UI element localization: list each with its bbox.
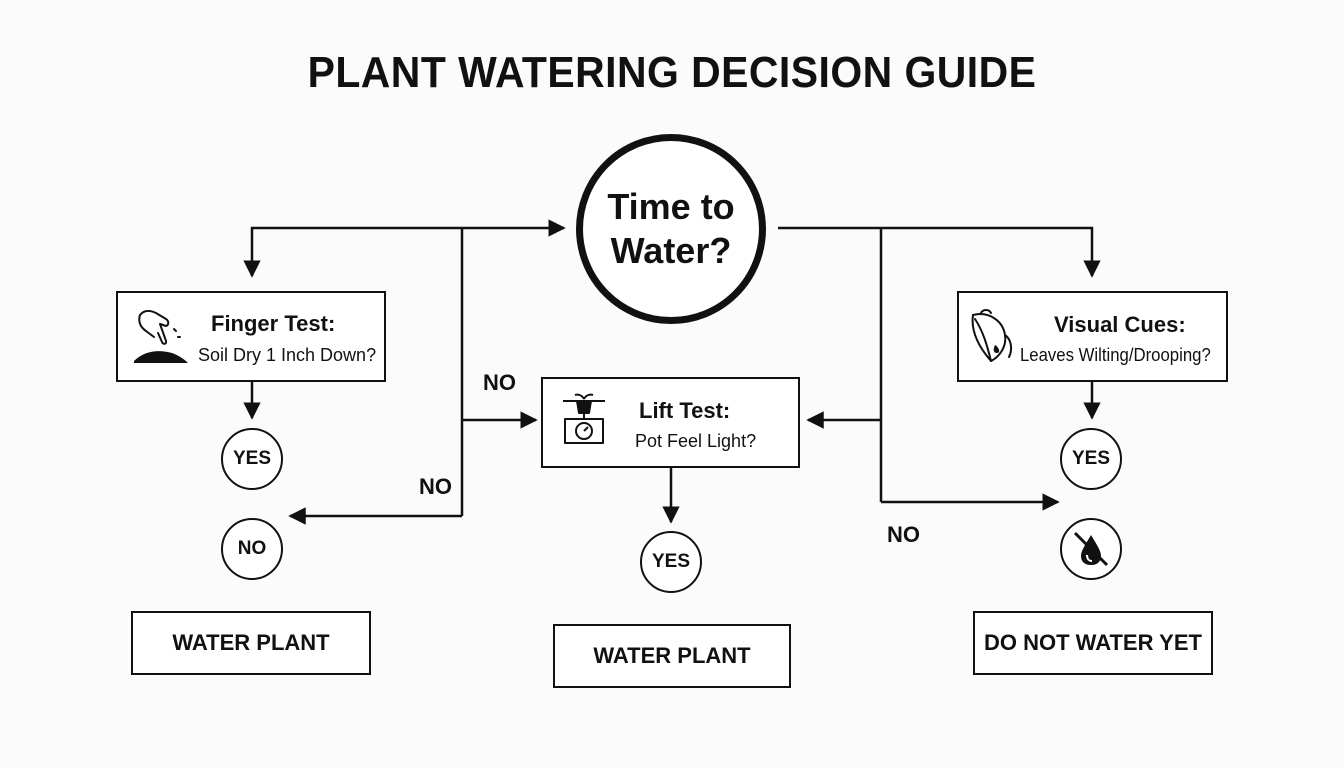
finger-test-question: Soil Dry 1 Inch Down? [198,345,377,365]
center-line-1: Time to [607,186,735,227]
lift-test-title: Lift Test: [639,398,731,423]
leaf-icon [971,309,1013,362]
decision-start-circle: Time to Water? [576,134,766,324]
no-label-visual: NO [887,522,920,547]
lift-test-question: Pot Feel Light? [635,431,757,451]
scale-with-pot-icon [563,393,605,444]
page-title: PLANT WATERING DECISION GUIDE [307,48,1037,97]
visual-yes-circle: YES [1060,428,1122,490]
finger-test-box: Finger Test: Soil Dry 1 Inch Down? [116,291,386,382]
finger-test-title: Finger Test: [211,311,336,336]
connector-center-to-visual [778,226,1101,278]
no-label-lift: NO [483,370,516,395]
lift-yes-circle: YES [640,531,702,593]
lift-test-box: Lift Test: Pot Feel Light? [541,377,800,468]
visual-cues-box: Visual Cues: Leaves Wilting/Drooping? [957,291,1228,382]
finger-yes-circle: YES [221,428,283,490]
finger-no-circle: NO [221,518,283,580]
finger-in-soil-icon [134,309,188,363]
no-water-circle [1060,518,1122,580]
no-water-drop-icon [1073,531,1109,567]
visual-cues-title: Visual Cues: [1054,312,1186,337]
connector-center-to-finger [243,226,462,278]
no-label-finger: NO [419,474,452,499]
result-water-plant-middle: WATER PLANT [553,624,791,688]
visual-cues-question: Leaves Wilting/Drooping? [1020,345,1211,365]
result-do-not-water: DO NOT WATER YET [973,611,1213,675]
center-line-2: Water? [610,230,732,271]
result-water-plant-left: WATER PLANT [131,611,371,675]
